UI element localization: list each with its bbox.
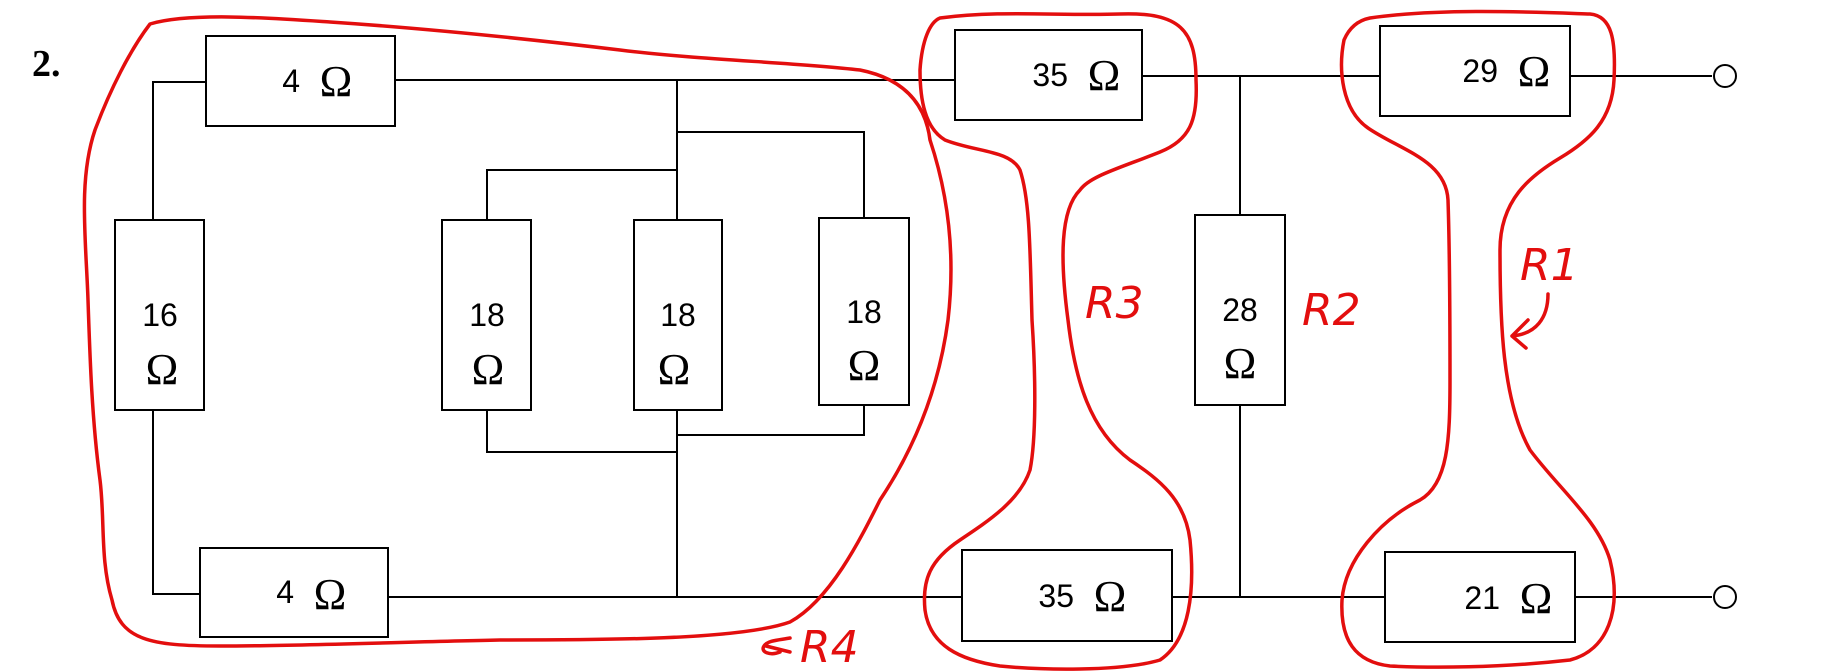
ohm-symbol: Ω (1094, 572, 1127, 621)
ohm-symbol: Ω (658, 345, 691, 394)
ohm-symbol: Ω (848, 341, 881, 390)
resistor-35-bottom: 35 Ω (961, 549, 1173, 642)
resistor-value: 18 (660, 297, 696, 333)
ohm-symbol: Ω (1518, 47, 1551, 96)
resistor-value: 21 (1464, 580, 1500, 616)
resistor-21-bottom-right: 21 Ω (1384, 551, 1576, 643)
r1-outline (1339, 9, 1617, 669)
resistor-value: 4 (276, 574, 294, 610)
ohm-symbol: Ω (146, 345, 179, 394)
resistor-18-b: 18 Ω (633, 219, 723, 411)
resistor-value: 28 (1222, 292, 1258, 328)
ohm-symbol: Ω (1224, 339, 1257, 388)
ohm-symbol: Ω (1088, 51, 1121, 100)
r1-arrow (1510, 292, 1550, 350)
ohm-symbol: Ω (314, 570, 347, 619)
ohm-symbol: Ω (320, 57, 353, 106)
r2-label: R2 (1302, 285, 1361, 336)
resistor-value: 18 (469, 297, 505, 333)
resistor-4-bottom-left: 4 Ω (199, 547, 389, 638)
r4-arrow (761, 636, 792, 656)
ohm-symbol: Ω (472, 345, 505, 394)
resistor-value: 29 (1462, 53, 1498, 89)
resistor-value: 4 (282, 63, 300, 99)
terminal-top (1713, 64, 1737, 88)
r3-label: R3 (1085, 278, 1144, 329)
r4-label: R4 (800, 622, 859, 672)
ohm-symbol: Ω (1520, 574, 1553, 623)
resistor-16-left: 16 Ω (114, 219, 205, 411)
resistor-18-c: 18 Ω (818, 217, 910, 406)
resistor-value: 35 (1038, 578, 1074, 614)
resistor-29-top-right: 29 Ω (1379, 25, 1571, 117)
resistor-28-middle: 28 Ω (1194, 214, 1286, 406)
r1-label: R1 (1520, 240, 1579, 291)
resistor-value: 18 (846, 294, 882, 330)
problem-number: 2. (32, 43, 61, 85)
terminal-bottom (1713, 585, 1737, 609)
resistor-35-top: 35 Ω (954, 29, 1143, 121)
resistor-18-a: 18 Ω (441, 219, 532, 411)
resistor-value: 16 (142, 297, 178, 333)
resistor-value: 35 (1032, 57, 1068, 93)
r4-outline (82, 15, 953, 648)
resistor-4-top-left: 4 Ω (205, 35, 396, 127)
r3-outline (918, 11, 1199, 671)
wires (152, 75, 1712, 598)
